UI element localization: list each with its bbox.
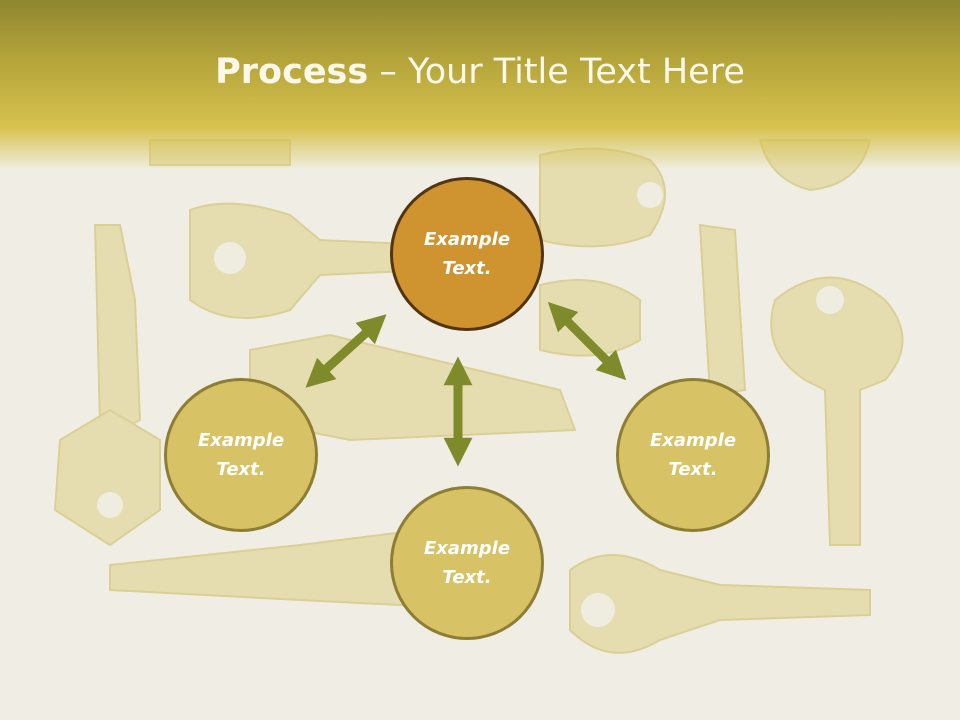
- title-bold: Process: [215, 52, 369, 92]
- title-banner: [0, 0, 960, 170]
- arrow-top-left: [305, 314, 387, 388]
- title-rest: – Your Title Text Here: [368, 52, 745, 92]
- arrow-top-right: [547, 301, 627, 381]
- slide-title: Process – Your Title Text Here: [0, 52, 960, 92]
